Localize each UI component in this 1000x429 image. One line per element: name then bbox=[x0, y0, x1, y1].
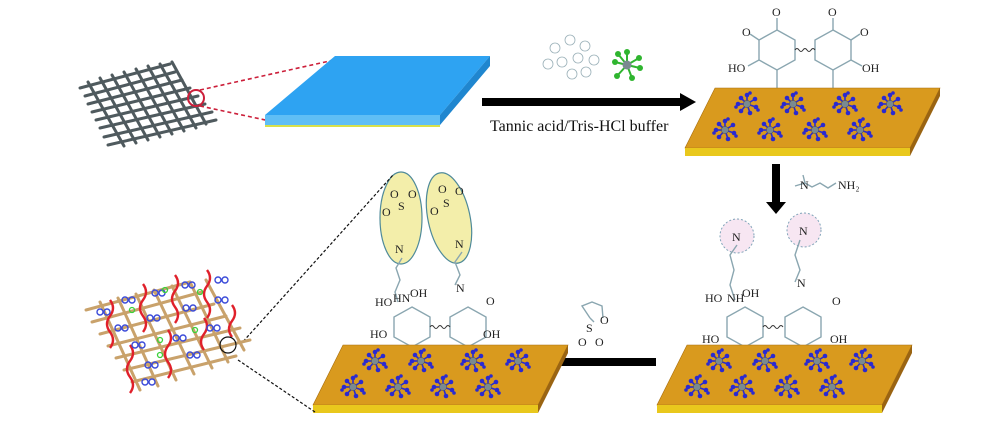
zoom-dash-line bbox=[239, 174, 394, 346]
svg-text:HO: HO bbox=[375, 295, 393, 309]
zwitterion-grafted-substrate: O O O S N O O O S N OH HO HN N O HO OH bbox=[313, 171, 568, 413]
amine-grafted-substrate: N N OH HO NH N O HO OH bbox=[657, 212, 912, 413]
svg-text:O: O bbox=[600, 313, 609, 327]
zoom-dash-line bbox=[199, 105, 271, 122]
step1-arrow bbox=[482, 93, 696, 111]
zoom-circle bbox=[219, 336, 237, 354]
svg-text:NH: NH bbox=[727, 291, 745, 305]
svg-text:OH: OH bbox=[862, 61, 880, 75]
svg-text:N: N bbox=[395, 242, 404, 256]
svg-text:N: N bbox=[456, 281, 465, 295]
svg-text:O: O bbox=[595, 335, 604, 349]
svg-text:O: O bbox=[578, 335, 587, 349]
svg-text:NH₂: NH₂ bbox=[838, 178, 860, 192]
svg-text:N: N bbox=[799, 224, 808, 238]
svg-text:O: O bbox=[455, 184, 464, 198]
svg-text:O: O bbox=[430, 204, 439, 218]
svg-text:O: O bbox=[742, 25, 751, 39]
zoom-dash-line bbox=[199, 59, 335, 91]
svg-text:S: S bbox=[586, 321, 593, 335]
svg-text:O: O bbox=[772, 5, 781, 19]
svg-text:S: S bbox=[398, 199, 405, 213]
sulfobetaine-ellipse bbox=[379, 171, 423, 265]
step1-label: Tannic acid/Tris-HCl buffer bbox=[490, 118, 669, 135]
sulfobetaine-ellipse bbox=[425, 172, 473, 264]
film-cross-section bbox=[265, 56, 490, 127]
modified-mesh bbox=[84, 269, 252, 394]
svg-text:HO: HO bbox=[705, 291, 723, 305]
svg-text:O: O bbox=[408, 187, 417, 201]
svg-text:O: O bbox=[390, 187, 399, 201]
amine-circle bbox=[719, 218, 755, 254]
tannic-acid-coated-substrate: O O HO O O OH bbox=[685, 5, 940, 156]
svg-text:S: S bbox=[443, 196, 450, 210]
svg-text:OH: OH bbox=[483, 327, 501, 341]
svg-text:N: N bbox=[732, 230, 741, 244]
svg-text:O: O bbox=[438, 182, 447, 196]
svg-text:OH: OH bbox=[742, 286, 760, 300]
svg-text:HO: HO bbox=[728, 61, 746, 75]
pristine-mesh bbox=[78, 60, 218, 148]
svg-text:OH: OH bbox=[830, 332, 848, 346]
svg-text:N: N bbox=[797, 276, 806, 290]
propane-sultone-reagent: S O O O bbox=[578, 301, 609, 349]
step2-arrow bbox=[766, 164, 786, 214]
metal-complex-icon bbox=[612, 49, 643, 81]
svg-text:O: O bbox=[486, 294, 495, 308]
svg-text:O: O bbox=[382, 205, 391, 219]
tannic-acid-molecule-icon bbox=[542, 34, 600, 80]
svg-text:HO: HO bbox=[702, 332, 720, 346]
svg-text:O: O bbox=[860, 25, 869, 39]
svg-text:HN: HN bbox=[393, 291, 411, 305]
amine-reagent: N NH₂ bbox=[794, 174, 860, 192]
zoom-dash-line bbox=[237, 359, 316, 413]
svg-text:O: O bbox=[828, 5, 837, 19]
svg-text:HO: HO bbox=[370, 327, 388, 341]
zoom-circle bbox=[187, 89, 205, 107]
svg-text:N: N bbox=[455, 237, 464, 251]
amine-circle bbox=[786, 212, 822, 248]
svg-text:N: N bbox=[800, 178, 809, 192]
svg-text:O: O bbox=[832, 294, 841, 308]
svg-text:OH: OH bbox=[410, 286, 428, 300]
